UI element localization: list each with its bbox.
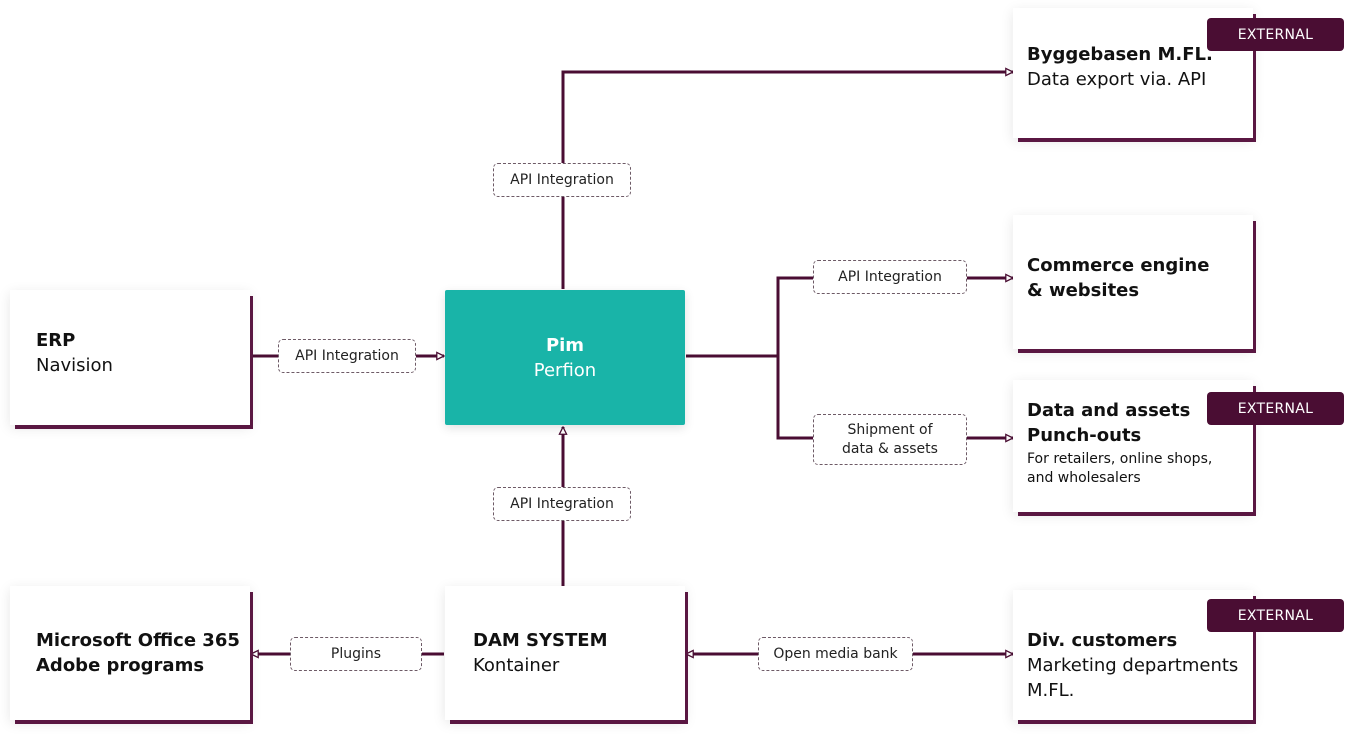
- office-title-line1: Microsoft Office 365: [36, 630, 240, 651]
- edge-label-pim-byggebasen: API Integration: [493, 163, 631, 197]
- edge-pim-byggebasen: [561, 72, 1013, 289]
- customers-title: Div. customers: [1027, 630, 1178, 651]
- erp-title: ERP: [36, 330, 76, 351]
- data-assets-title-line1: Data and assets: [1027, 400, 1191, 421]
- byggebasen-title: Byggebasen M.FL.: [1027, 44, 1213, 65]
- dam-title: DAM SYSTEM: [473, 630, 608, 651]
- office-node[interactable]: Microsoft Office 365 Adobe programs: [10, 586, 250, 720]
- erp-node[interactable]: ERP Navision: [10, 290, 250, 425]
- commerce-title-line2: & websites: [1027, 280, 1140, 301]
- commerce-title-line1: Commerce engine: [1027, 255, 1210, 276]
- pim-node[interactable]: Pim Perfion: [445, 290, 685, 425]
- edge-label-dam-pim: API Integration: [493, 487, 631, 521]
- erp-subtitle: Navision: [36, 355, 113, 376]
- dam-node[interactable]: DAM SYSTEM Kontainer: [445, 586, 685, 720]
- byggebasen-external-badge: EXTERNAL: [1207, 18, 1344, 51]
- edge-label-shipment: Shipment of data & assets: [813, 414, 967, 465]
- edge-label-shipment-line2: data & assets: [842, 440, 938, 457]
- byggebasen-subtitle: Data export via. API: [1027, 69, 1207, 90]
- edge-label-shipment-line1: Shipment of: [847, 421, 933, 438]
- customers-subtitle-line1: Marketing departments: [1027, 655, 1239, 676]
- pim-subtitle: Perfion: [533, 359, 597, 381]
- edge-label-dam-office: Plugins: [290, 637, 422, 671]
- data-assets-external-badge: EXTERNAL: [1207, 392, 1344, 425]
- data-assets-title-line2: Punch-outs: [1027, 425, 1142, 446]
- dam-subtitle: Kontainer: [473, 655, 560, 676]
- edge-label-dam-customers: Open media bank: [758, 637, 913, 671]
- edge-label-pim-commerce: API Integration: [813, 260, 967, 294]
- edge-label-erp-pim: API Integration: [278, 339, 416, 373]
- customers-subtitle-line2: M.FL.: [1027, 680, 1075, 701]
- data-assets-note-line1: For retailers, online shops,: [1027, 451, 1213, 467]
- data-assets-note-line2: and wholesalers: [1027, 470, 1141, 486]
- pim-title: Pim: [545, 334, 585, 356]
- customers-external-badge: EXTERNAL: [1207, 599, 1344, 632]
- office-title-line2: Adobe programs: [36, 655, 205, 676]
- commerce-node[interactable]: Commerce engine & websites: [1013, 215, 1253, 349]
